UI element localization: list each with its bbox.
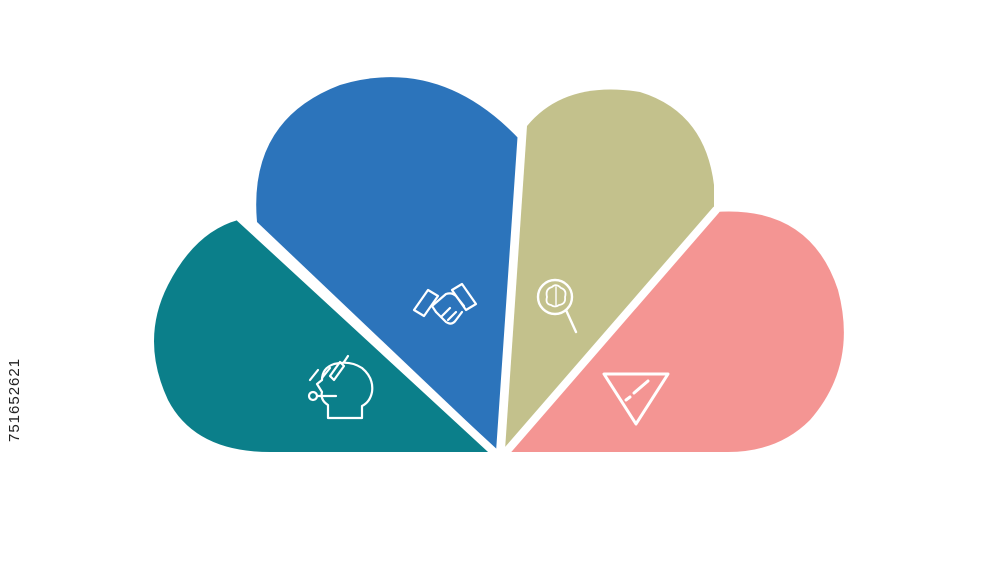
handshake-icon: [412, 282, 478, 325]
brain-magnifier-icon: [536, 278, 578, 334]
segment-pink: [508, 211, 844, 452]
segment-blue: [256, 77, 520, 450]
stock-id-label: 751652621: [6, 357, 23, 443]
segment-olive: [505, 89, 714, 450]
head-with-tools-icon: [307, 354, 374, 420]
segment-teal: [154, 220, 490, 452]
warning-triangle-icon: [602, 372, 670, 426]
segment-separators: [236, 126, 720, 456]
